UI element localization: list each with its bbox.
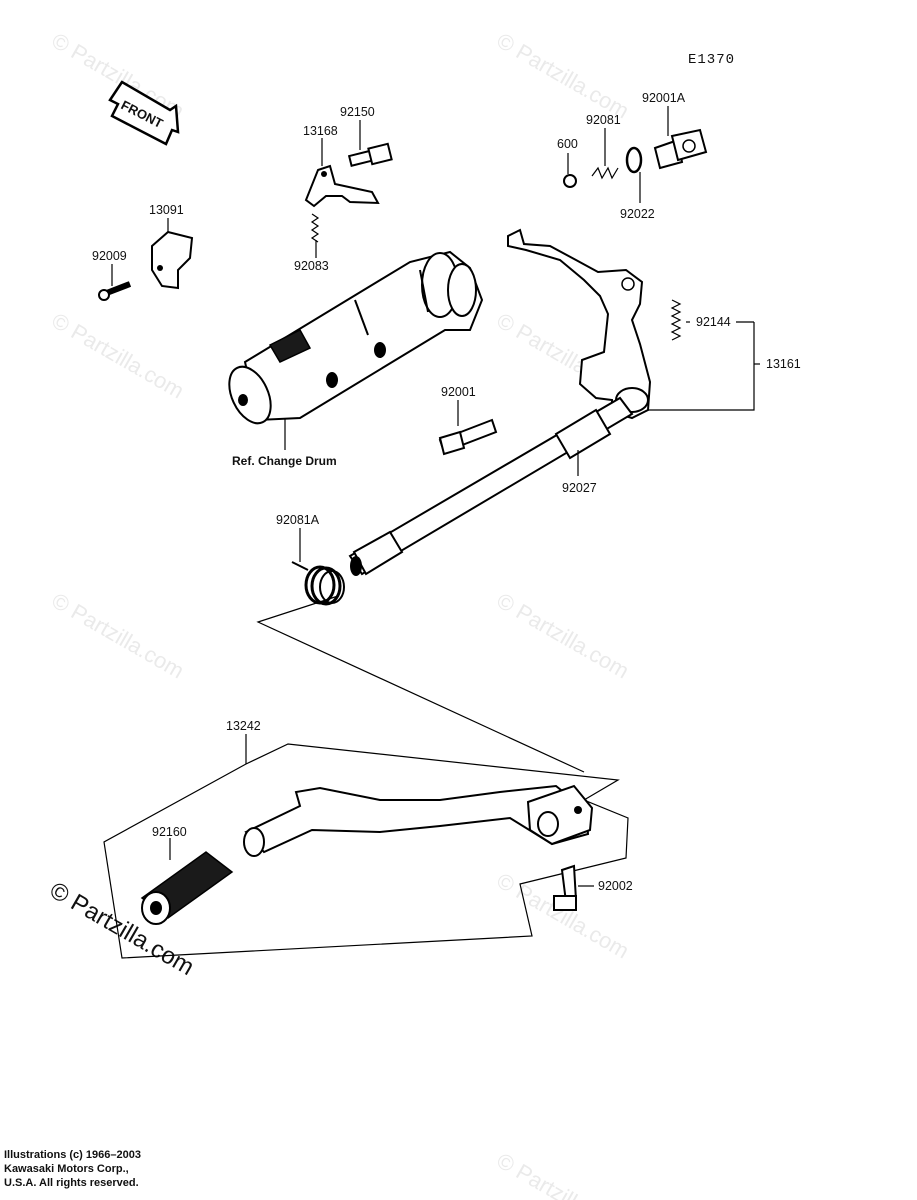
- diagram-code: E1370: [688, 52, 735, 68]
- part-label-92081A: 92081A: [276, 513, 320, 527]
- spring-92144: [670, 299, 682, 341]
- lever-13168: [304, 164, 380, 208]
- spring-92081A: [291, 561, 345, 606]
- part-label-92144: 92144: [696, 315, 731, 329]
- part-label-13242: 13242: [226, 719, 261, 733]
- copyright-footer: Illustrations (c) 1966–2003 Kawasaki Mot…: [4, 1148, 141, 1190]
- part-label-92027: 92027: [562, 481, 597, 495]
- watermark: © Partzilla.com: [48, 308, 189, 404]
- footer-line-3: U.S.A. All rights reserved.: [4, 1177, 139, 1189]
- plug-92001A: [653, 128, 708, 170]
- part-label-92002: 92002: [598, 879, 633, 893]
- shift-pedal: [243, 784, 594, 857]
- footer-line-2: Kawasaki Motors Corp.,: [4, 1163, 129, 1175]
- watermark: © Partzilla.com: [493, 1148, 634, 1200]
- part-label-92001: 92001: [441, 385, 476, 399]
- spring-92081: [591, 166, 619, 180]
- bolt-92150: [347, 142, 393, 167]
- part-label-92009: 92009: [92, 249, 127, 263]
- pedal-group-outline: [103, 743, 629, 959]
- footer-line-1: Illustrations (c) 1966–2003: [4, 1149, 141, 1161]
- part-label-600: 600: [557, 137, 578, 151]
- part-label-92081: 92081: [586, 113, 621, 127]
- watermark-layer: © Partzilla.com © Partzilla.com © Partzi…: [45, 28, 633, 1200]
- bracket-13091: [151, 230, 194, 290]
- spring-92083: [310, 213, 320, 243]
- part-label-92160: 92160: [152, 825, 187, 839]
- pedal-rubber-92160: [140, 851, 234, 925]
- watermark: © Partzilla.com: [493, 28, 634, 124]
- washer-92022: [625, 146, 643, 174]
- part-label-92083: 92083: [294, 259, 329, 273]
- shaft-92027: [348, 396, 634, 576]
- stud-92001: [438, 418, 498, 456]
- ball-600: [563, 174, 577, 188]
- part-label-13168: 13168: [303, 124, 338, 138]
- part-label-13161: 13161: [766, 357, 801, 371]
- part-label-13091: 13091: [149, 203, 184, 217]
- screw-92009: [98, 281, 132, 301]
- part-label-92001A: 92001A: [642, 91, 686, 105]
- part-label-92150: 92150: [340, 105, 375, 119]
- change-drum: [228, 250, 484, 425]
- shift-arm-13161: [507, 228, 652, 420]
- bolt-92002: [553, 864, 578, 911]
- watermark: © Partzilla.com: [493, 588, 634, 684]
- ref-change-drum-label: Ref. Change Drum: [232, 454, 337, 468]
- watermark: © Partzilla.com: [48, 588, 189, 684]
- part-label-92022: 92022: [620, 207, 655, 221]
